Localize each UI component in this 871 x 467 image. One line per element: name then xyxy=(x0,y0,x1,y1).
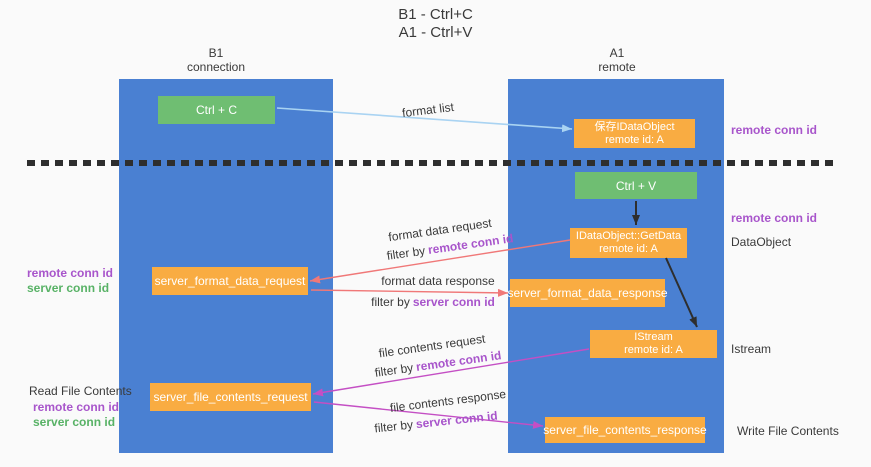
node-ctrl-c-label: Ctrl + C xyxy=(195,103,237,117)
node-ctrl-c: Ctrl + C xyxy=(158,96,275,124)
node-ctrl-v-label: Ctrl + V xyxy=(615,178,657,193)
node-ctrl-v: Ctrl + V xyxy=(575,172,697,199)
node-server-file-contents-response: server_file_contents_response xyxy=(543,417,707,443)
node-server-format-data-response: server_format_data_response xyxy=(507,279,668,307)
node-server-format-data-response-label: server_format_data_response xyxy=(507,286,668,300)
node-server-file-contents-request-label: server_file_contents_request xyxy=(153,390,308,404)
left-label-server-conn-id-1: server conn id xyxy=(27,281,110,295)
lifeline-header-a1: A1 remote xyxy=(517,46,717,74)
left-label-remote-conn-id-1: remote conn id xyxy=(27,266,114,280)
node-save-idataobject: 保存IDataObject remote id: A xyxy=(574,119,695,148)
title-line-2: A1 - Ctrl+V xyxy=(398,24,473,41)
node-istream-line1: IStream xyxy=(634,331,673,343)
filter-by-text: filter by xyxy=(385,243,427,263)
right-label-istream: Istream xyxy=(731,342,772,356)
lifeline-b1-name: B1 xyxy=(208,46,224,60)
node-save-idataobject-line2: remote id: A xyxy=(605,133,664,146)
phase-divider-dashed-line xyxy=(27,160,834,166)
node-save-idataobject-line1: 保存IDataObject xyxy=(594,120,675,133)
lifeline-a1-subtitle: remote xyxy=(598,60,636,74)
left-label-remote-conn-id-2: remote conn id xyxy=(33,400,120,414)
lifeline-header-b1: B1 connection xyxy=(116,46,316,74)
node-idataobject-getdata-line2: remote id: A xyxy=(599,243,658,255)
node-server-file-contents-request: server_file_contents_request xyxy=(150,383,311,411)
node-server-file-contents-response-label: server_file_contents_response xyxy=(543,423,707,437)
node-istream: IStream remote id: A xyxy=(590,330,717,358)
filter-by-text: filter by xyxy=(371,295,410,309)
node-server-format-data-request: server_format_data_request xyxy=(152,267,308,295)
node-idataobject-getdata-line1: IDataObject::GetData xyxy=(575,230,682,242)
filter-by-text: filter by xyxy=(373,417,414,436)
server-conn-id-text: server conn id xyxy=(415,408,499,432)
left-label-read-file-contents: Read File Contents xyxy=(29,384,132,398)
right-label-write-file-contents: Write File Contents xyxy=(737,424,839,438)
right-label-dataobject: DataObject xyxy=(731,235,792,249)
edge-label-format-data-response: format data response xyxy=(381,274,495,288)
right-label-remote-conn-id-2: remote conn id xyxy=(731,211,818,225)
left-label-server-conn-id-2: server conn id xyxy=(33,415,116,429)
right-label-remote-conn-id-1: remote conn id xyxy=(731,123,818,137)
filter-by-text: filter by xyxy=(373,360,415,380)
node-idataobject-getdata: IDataObject::GetData remote id: A xyxy=(570,228,687,258)
edge-label-format-list: format list xyxy=(401,99,455,121)
server-conn-id-text: server conn id xyxy=(412,295,495,309)
node-server-format-data-request-label: server_format_data_request xyxy=(154,274,306,288)
diagram-title: B1 - Ctrl+C A1 - Ctrl+V xyxy=(0,6,871,42)
node-istream-line2: remote id: A xyxy=(624,344,683,356)
lifeline-b1-subtitle: connection xyxy=(186,60,246,74)
lifeline-a1-name: A1 xyxy=(609,46,625,60)
title-line-1: B1 - Ctrl+C xyxy=(398,6,473,23)
arrow-format-data-response xyxy=(310,288,509,297)
